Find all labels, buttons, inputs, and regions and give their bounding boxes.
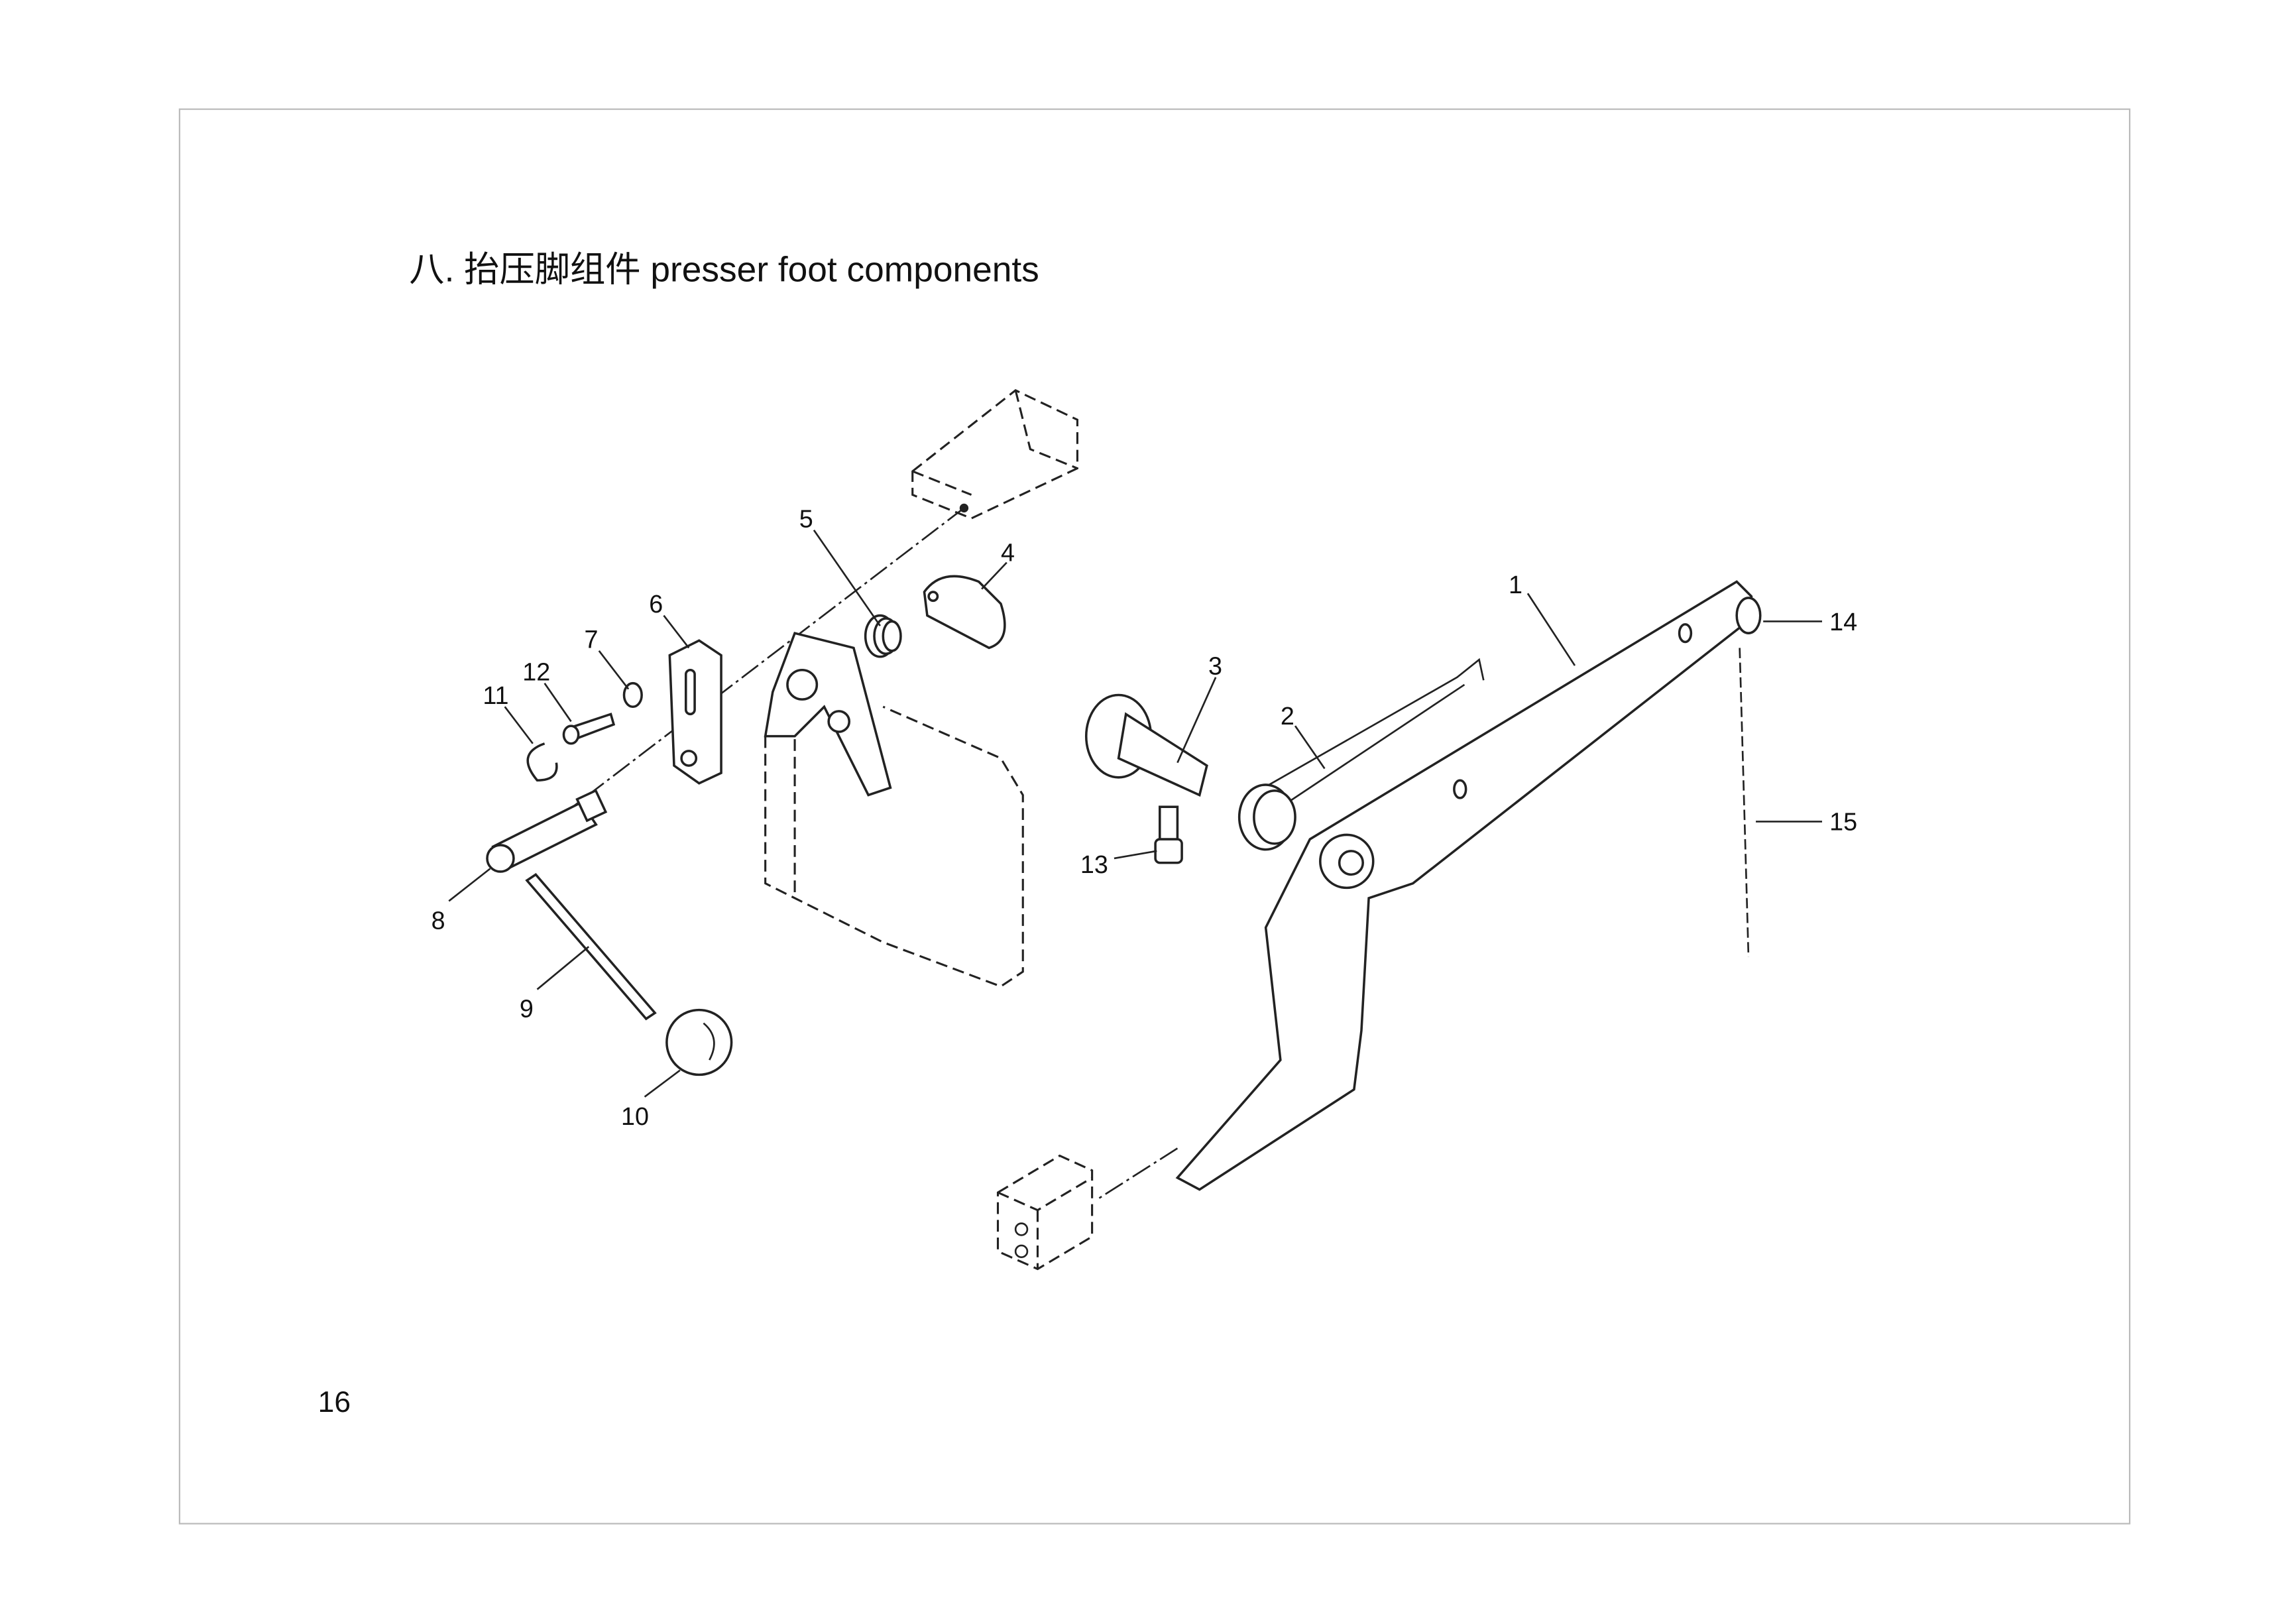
callout-10: 10 [621, 1102, 649, 1130]
part-11-e-ring [526, 742, 558, 782]
part-5-spring [864, 614, 902, 658]
callout-12: 12 [522, 658, 550, 685]
callout-6: 6 [649, 590, 663, 618]
callout-7: 7 [585, 625, 599, 653]
callout-11: 11 [483, 681, 508, 709]
part-8-shaft [486, 789, 608, 873]
part-2-spring [1237, 658, 1485, 851]
callout-3: 3 [1208, 652, 1222, 679]
callout-13: 13 [1080, 850, 1108, 878]
callout-5: 5 [799, 504, 813, 532]
page-border [178, 108, 2131, 1525]
callout-15: 15 [1829, 808, 1857, 836]
page-title: 八. 抬压脚组件 presser foot components [409, 251, 1039, 290]
callout-2: 2 [1281, 702, 1294, 730]
part-6-plate [668, 639, 722, 785]
part-12-screw [562, 713, 616, 745]
part-15-chain [1739, 648, 1750, 957]
callout-4: 4 [1001, 538, 1015, 566]
leader-lines [448, 530, 1822, 1098]
part-10-knob [665, 1008, 733, 1076]
callout-14: 14 [1829, 608, 1857, 636]
part-3-pin [1084, 693, 1208, 797]
pedal-connector-outline [996, 1154, 1094, 1271]
part-1-pedal-lever [1175, 580, 1753, 1191]
part-13-screw [1154, 805, 1183, 864]
part-9-rod [525, 873, 657, 1021]
callout-8: 8 [431, 907, 445, 935]
callout-1: 1 [1509, 571, 1522, 599]
part-14-hook [1735, 597, 1762, 634]
part-4-cam [923, 575, 1006, 650]
page-number: 16 [318, 1386, 351, 1419]
callout-9: 9 [520, 995, 534, 1023]
crank-bracket [764, 632, 892, 797]
